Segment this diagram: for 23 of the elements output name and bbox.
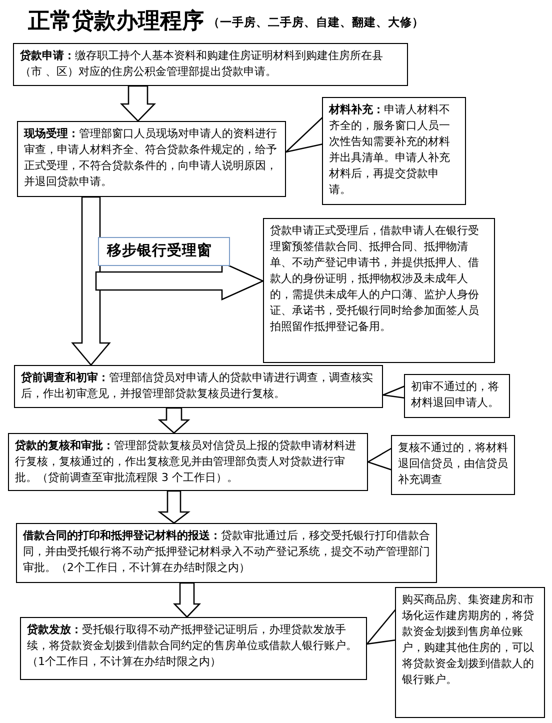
process-box: 贷款的复核和审批：管理部贷款复核员对信贷员上报的贷款申请材料进行复核，复核通过的，作出复核意见并由管理部负责人对贷款进行审批。（贷前调查至审批流程限 3 个工作日）。 <box>8 433 368 491</box>
process-box: 贷款申请：缴存职工持个人基本资料和购建住房证明材料到购建住房所在县（市 、区）对应的住房公积金管理部提出贷款申请。 <box>13 43 408 86</box>
callout-box: 购买商品房、集资建房和市场化运作建房期房的，将贷款资金划拨到售房单位账户，购建其他住房的，可以将贷款资金划拨到借款人的银行账户。 <box>395 587 545 718</box>
block-arrow <box>158 407 190 434</box>
callout-box: 初审不通过的，将材料退回申请人。 <box>404 374 510 418</box>
title: 正常贷款办理程序 <box>28 7 204 36</box>
process-box: 现场受理：管理部窗口人员现场对申请人的资料进行审查，申请人材料齐全、符合贷款条件规定的，给予正式受理，不符合贷款条件的，向申请人说明原因，并退回贷款申请。 <box>17 121 286 197</box>
block-arrow <box>71 196 111 366</box>
process-box: 贷款发放：受托银行取得不动产抵押登记证明后，办理贷款发放手续，将贷款资金划拨到借款合同约定的售房单位或借款人银行账户。（1个工作日，不计算在办结时限之内） <box>20 617 367 680</box>
subtitle: （一手房、二手房、自建、翻建、大修） <box>208 15 424 30</box>
callout-tail <box>284 116 324 154</box>
callout-box: 复核不通过的，将材料退回信贷员，由信贷员补充调查 <box>391 435 515 495</box>
block-arrow <box>158 490 190 524</box>
note-box: 贷款申请正式受理后，借款申请人在银行受理窗预签借款合同、抵押合同、抵押物清单、不动产登记申请书，并提供抵押人、借款人的身份证明，抵押物权涉及未成年人的，需提供未成年人的户口薄、监护人身份证、承诺书，受托银行同时给参加面签人员拍照留作抵押登记备用。 <box>263 218 495 363</box>
process-box: 贷前调查和初审：管理部信贷员对申请人的贷款申请进行调查，调查核实后，作出初审意见，并报管理部贷款复核员进行复核。 <box>14 365 383 408</box>
process-box: 借款合同的打印和抵押登记材料的报送：贷款审批通过后，移交受托银行打印借款合同，并由受托银行将不动产抵押登记材料录入不动产登记系统，提交不动产管理部门审批。（2个工作日，不计算在办结时限之内） <box>16 523 437 583</box>
block-arrow <box>120 85 156 122</box>
callout-tail <box>366 447 393 471</box>
callout-tail <box>365 608 397 645</box>
block-arrow <box>172 582 202 618</box>
callout-box: 材料补充：申请人材料不齐全的，服务窗口人员一次性告知需要补充的材料并出具清单。申请人补充材料后，再提交贷款申请。 <box>322 97 466 205</box>
edge-label: 移步银行受理窗 <box>98 237 230 266</box>
callout-tail <box>380 385 406 399</box>
